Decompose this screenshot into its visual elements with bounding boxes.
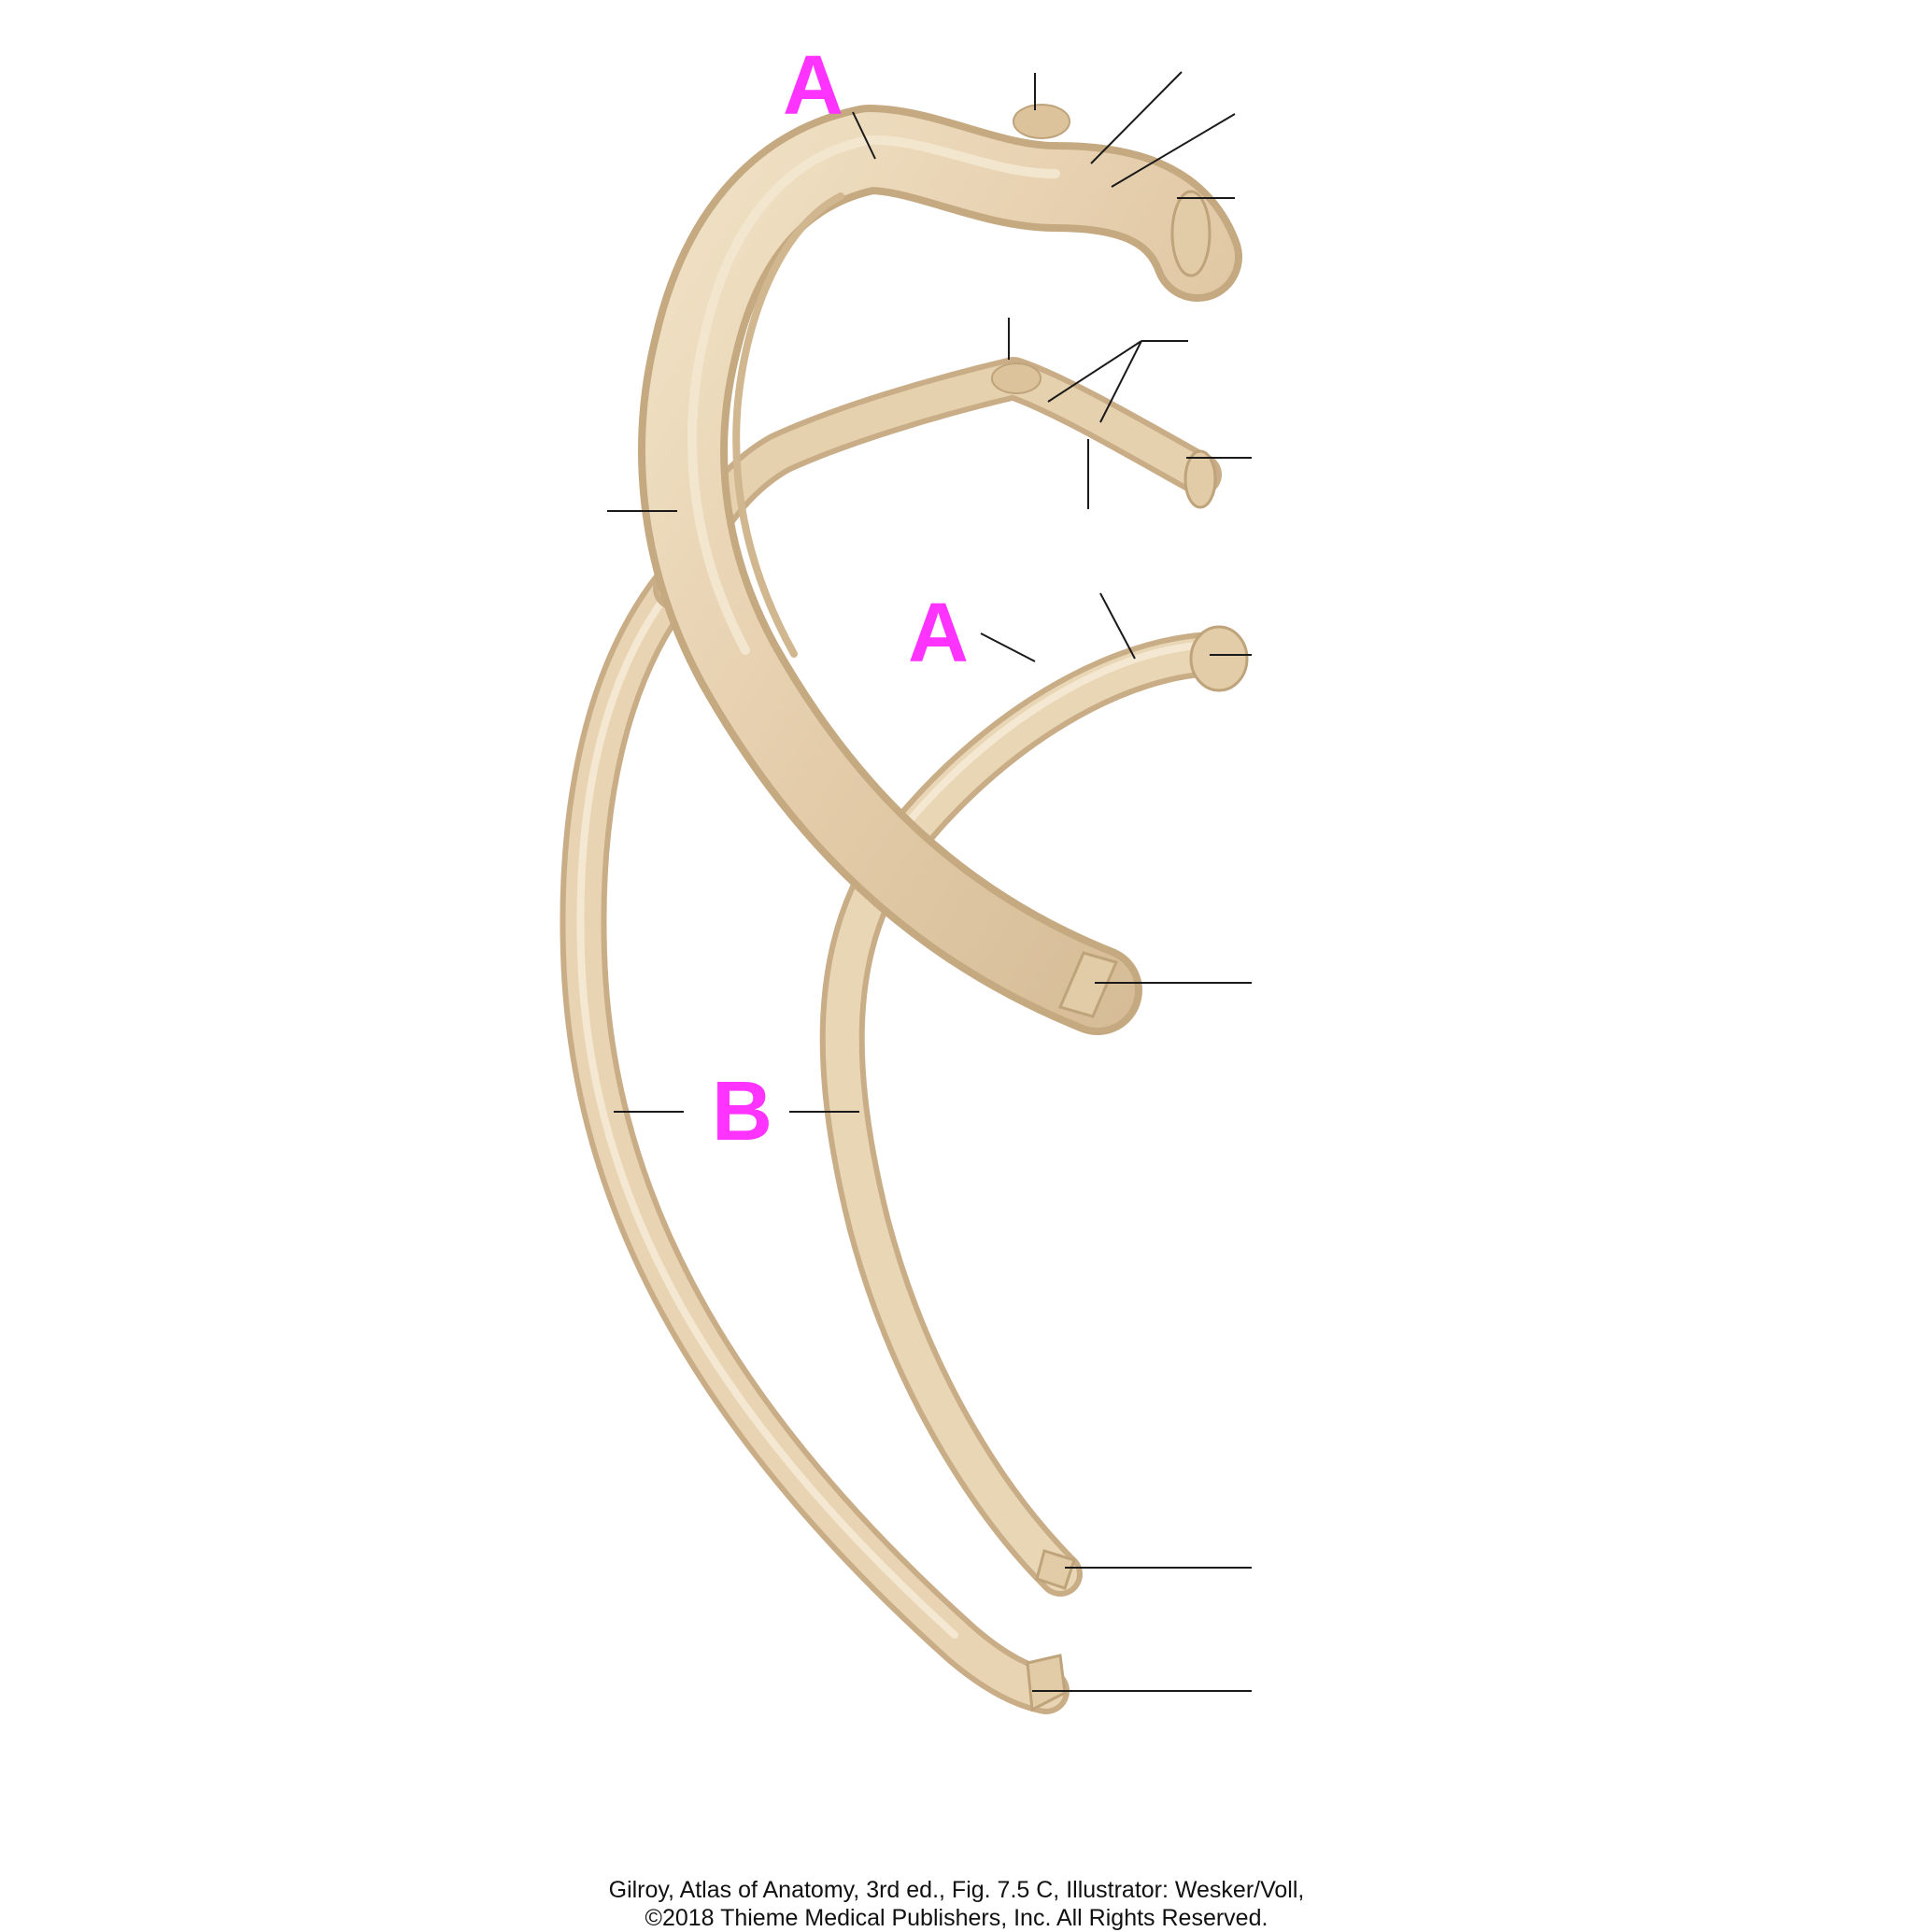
rib-first-tubercle [1013, 104, 1070, 139]
copyright-credit: Gilroy, Atlas of Anatomy, 3rd ed., Fig. … [0, 1876, 1913, 1932]
rib-middle-head [1183, 449, 1217, 509]
leader-a-lower [980, 632, 1036, 662]
leader-middle-bracket-b [1099, 340, 1142, 423]
label-a-lower: A [908, 587, 969, 680]
leader-top-neck-2 [1111, 113, 1236, 188]
rib-short-sternal-end [1035, 1549, 1076, 1590]
rib-middle-tubercle [991, 362, 1042, 394]
rib-short-head [1189, 625, 1249, 692]
leader-a-upper [852, 111, 876, 160]
leader-lines [607, 71, 1252, 1692]
rib-long-back [560, 563, 1070, 1714]
rib-first-head [1170, 190, 1212, 277]
leader-middle-bracket-a [1047, 340, 1142, 403]
credit-line-1: Gilroy, Atlas of Anatomy, 3rd ed., Fig. … [608, 1877, 1305, 1903]
rib-first-sternal-end [1057, 951, 1119, 1018]
label-b: B [712, 1065, 772, 1158]
rib-long-sternal-end [1026, 1654, 1067, 1712]
label-a-upper: A [783, 39, 843, 133]
rib-short-front [819, 625, 1249, 1597]
leader-short-tubercle [1099, 592, 1136, 660]
rib-first [638, 104, 1242, 1035]
leader-top-neck-1 [1090, 71, 1183, 164]
credit-line-2: ©2018 Thieme Medical Publishers, Inc. Al… [645, 1905, 1268, 1931]
